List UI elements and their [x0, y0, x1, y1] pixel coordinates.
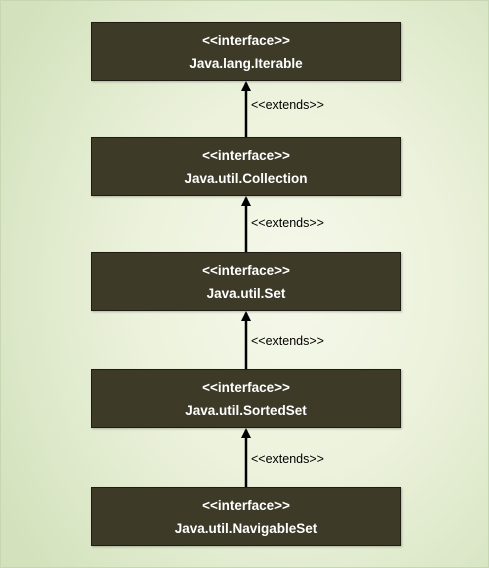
extends-label-3: <<extends>> [251, 334, 324, 348]
node-name: Java.util.SortedSet [185, 403, 307, 418]
node-navigableset: <<interface>> Java.util.NavigableSet [91, 487, 401, 546]
node-collection: <<interface>> Java.util.Collection [91, 137, 401, 196]
node-name: Java.lang.Iterable [189, 56, 303, 71]
node-stereotype: <<interface>> [202, 263, 290, 278]
edge-sortedset-to-set [241, 311, 251, 369]
node-stereotype: <<interface>> [202, 380, 290, 395]
arrowhead-3 [241, 311, 251, 321]
node-set: <<interface>> Java.util.Set [91, 252, 401, 311]
node-stereotype: <<interface>> [202, 33, 290, 48]
arrowhead-4 [241, 428, 251, 438]
node-stereotype: <<interface>> [202, 498, 290, 513]
extends-label-1: <<extends>> [251, 98, 324, 112]
arrowhead-1 [241, 81, 251, 91]
node-name: Java.util.Collection [184, 171, 308, 186]
node-name: Java.util.NavigableSet [174, 521, 318, 536]
extends-label-2: <<extends>> [251, 216, 324, 230]
extends-label-4: <<extends>> [251, 452, 324, 466]
node-stereotype: <<interface>> [202, 148, 290, 163]
arrowhead-2 [241, 196, 251, 206]
edge-collection-to-iterable [241, 81, 251, 137]
edge-set-to-collection [241, 196, 251, 252]
node-sortedset: <<interface>> Java.util.SortedSet [91, 369, 401, 428]
edge-navigableset-to-sortedset [241, 428, 251, 487]
node-iterable: <<interface>> Java.lang.Iterable [91, 22, 401, 81]
node-name: Java.util.Set [206, 286, 286, 301]
